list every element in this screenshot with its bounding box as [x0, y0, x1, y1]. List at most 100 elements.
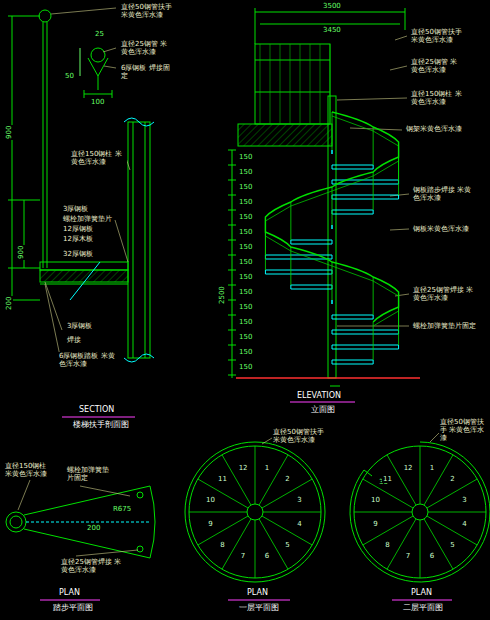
- step-number: 7: [240, 552, 246, 560]
- annotation-note: 直径50钢管扶手 米黄色浑水漆: [120, 3, 174, 19]
- drawing-stroke: [280, 44, 281, 124]
- drawing-stroke: [228, 315, 236, 316]
- drawing-stroke: [290, 44, 291, 124]
- annotation-note: 6厚钢板 焊接固定: [120, 64, 174, 80]
- dimension-text: 2500: [218, 285, 226, 305]
- annotation-note: 直径150钢柱 米黄色浑水漆: [70, 150, 127, 166]
- step-number: 9: [372, 520, 378, 528]
- dimension-text: 150: [238, 363, 253, 371]
- drawing-stroke: [332, 225, 333, 229]
- drawing-stroke: [373, 172, 374, 210]
- dimension-text: 150: [238, 348, 253, 356]
- step-number: 11: [217, 475, 228, 483]
- annotation-note: 钢板踏步焊接 米黄色浑水漆: [412, 186, 476, 202]
- dimension-text: 150: [238, 183, 253, 191]
- step-number: 9: [207, 520, 213, 528]
- step-number: 3: [461, 496, 467, 504]
- dimension-text: 150: [238, 333, 253, 341]
- drawing-stroke: [332, 330, 399, 334]
- dimension-text: 150: [238, 258, 253, 266]
- drawing-stroke: [255, 520, 256, 578]
- dimension-text: 150: [238, 228, 253, 236]
- annotation-note: 直径50钢管扶手 米黄色浑水漆: [410, 28, 464, 44]
- drawing-stroke: [228, 240, 236, 241]
- drawing-stroke: [420, 446, 421, 504]
- drawing-stroke: [228, 210, 236, 211]
- dimension-text: 150: [238, 303, 253, 311]
- annotation-note: 32厚钢板: [62, 250, 94, 258]
- step-number: 12: [238, 464, 249, 472]
- drawing-stroke: [332, 112, 333, 150]
- annotation-note: 3厚钢板: [66, 322, 93, 330]
- drawing-stroke: [290, 202, 291, 240]
- annotation-note: 直径25钢管焊接 米黄色浑水漆: [412, 286, 478, 302]
- drawing-stroke: [228, 270, 236, 271]
- annotation-note: 螺栓加弹簧垫片固定: [66, 466, 114, 482]
- step-number: 8: [384, 541, 390, 549]
- view-title: 立面图: [310, 405, 336, 414]
- annotation-note: 12厚钢板: [62, 225, 94, 233]
- drawing-stroke: [332, 315, 373, 319]
- dimension-text: 150: [238, 273, 253, 281]
- annotation-note: 3厚钢板: [62, 205, 89, 213]
- drawing-stroke: [332, 150, 333, 154]
- drawing-stroke: [398, 307, 399, 345]
- drawing-stroke: [228, 330, 236, 331]
- dimension-text: 150: [238, 288, 253, 296]
- view-title: 楼梯扶手剖面图: [72, 420, 130, 429]
- annotation-note: 钢架米黄色浑水漆: [405, 125, 463, 133]
- drawing-stroke: [255, 446, 256, 504]
- drawing-stroke: [310, 44, 311, 124]
- drawing-stroke: [332, 187, 333, 225]
- drawing-stroke: [228, 195, 236, 196]
- annotation-note: 直径25钢管 米黄色浑水漆: [410, 58, 464, 74]
- drawing-stroke: [428, 512, 486, 513]
- drawing-stroke: [263, 512, 321, 513]
- drawing-stroke: [373, 322, 374, 360]
- drawing-stroke: [373, 277, 374, 315]
- drawing-stroke: [228, 225, 236, 226]
- step-number: 7: [405, 552, 411, 560]
- drawing-stroke: [228, 165, 236, 166]
- annotation-note: 焊接: [66, 336, 82, 344]
- dimension-text: 3500: [322, 2, 342, 10]
- dimension-text: 900: [17, 245, 25, 260]
- drawing-stroke: [228, 150, 236, 151]
- drawing-stroke: [291, 240, 332, 244]
- step-number: 1: [264, 464, 270, 472]
- drawing-stroke: [270, 44, 271, 124]
- dimension-text: 150: [238, 198, 253, 206]
- drawing-stroke: [332, 195, 399, 199]
- drawing-stroke: [265, 270, 332, 274]
- view-title: PLAN: [58, 588, 81, 597]
- dimension-text: 200: [5, 296, 13, 311]
- dimension-text: 150: [238, 153, 253, 161]
- drawing-stroke: [300, 44, 301, 124]
- annotation-note: 直径50钢管扶手 米黄色浑水漆: [272, 428, 326, 444]
- dimension-text: 50: [64, 72, 75, 80]
- drawing-stroke: [332, 165, 373, 169]
- step-number: 6: [264, 552, 270, 560]
- drawing-stroke: [332, 345, 399, 349]
- drawing-stroke: [228, 300, 236, 301]
- annotation-note: 直径150钢柱 米黄色浑水漆: [4, 462, 52, 478]
- view-title: ELEVATION: [296, 391, 342, 400]
- step-number: 5: [449, 541, 455, 549]
- step-number: 8: [219, 541, 225, 549]
- drawing-stroke: [354, 512, 412, 513]
- drawing-stroke: [222, 519, 251, 569]
- dimension-text: 200: [86, 524, 101, 532]
- drawing-stroke: [189, 512, 247, 513]
- view-title: PLAN: [246, 588, 269, 597]
- drawing-stroke: [332, 360, 373, 364]
- step-number: 5: [284, 541, 290, 549]
- drawing-stroke: [387, 519, 416, 569]
- dimension-text: 150: [238, 168, 253, 176]
- dimension-text: R675: [112, 505, 132, 513]
- drawing-stroke: [373, 127, 374, 165]
- annotation-note: 直径25钢管焊接 米黄色浑水漆: [60, 558, 126, 574]
- drawing-stroke: [332, 300, 333, 304]
- drawing-stroke: [228, 255, 236, 256]
- drawing-stroke: [228, 375, 236, 376]
- dimension-text: 150: [238, 213, 253, 221]
